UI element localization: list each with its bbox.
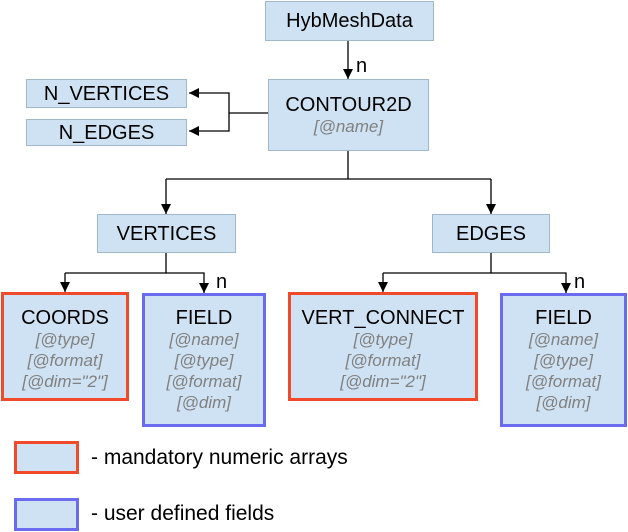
node-contour2d: CONTOUR2D [@name] (268, 79, 429, 151)
edge-to-field-right (491, 272, 571, 293)
node-attr: [@type] (534, 351, 593, 370)
node-attr: [@dim] (536, 393, 591, 412)
node-attr: [@dim="2"] (22, 372, 108, 391)
node-title: COORDS (21, 307, 109, 329)
node-attr: [@format] (526, 372, 601, 391)
node-hybmeshdata: HybMeshData (265, 1, 434, 41)
node-field-right: FIELD [@name] [@type] [@format] [@dim] (500, 293, 627, 427)
node-title: VERTICES (116, 222, 217, 245)
node-title: CONTOUR2D (285, 93, 412, 116)
edge-to-field-left (166, 272, 209, 293)
legend-swatch-mandatory (14, 441, 79, 474)
node-title: FIELD (535, 307, 592, 329)
node-coords: COORDS [@type] [@format] [@dim="2"] (1, 292, 129, 401)
node-title: FIELD (175, 307, 233, 329)
node-attr: [@dim="2"] (340, 372, 426, 391)
node-title: N_EDGES (58, 121, 155, 144)
multiplicity-contour2d: n (356, 55, 368, 77)
edge-edges-branch (383, 253, 492, 274)
multiplicity-field-right: n (574, 271, 586, 293)
edge-contour2d-nedges (189, 113, 230, 136)
legend-label-mandatory: - mandatory numeric arrays (91, 446, 348, 469)
node-vert-connect: VERT_CONNECT [@type] [@format] [@dim="2"… (288, 292, 478, 401)
legend-swatch-userdef (14, 498, 79, 531)
node-field-left: FIELD [@name] [@type] [@format] [@dim] (142, 293, 266, 427)
node-attr: [@format] (166, 372, 242, 391)
edge-contour2d-side (189, 88, 268, 114)
multiplicity-field-left: n (216, 271, 228, 293)
node-edges: EDGES (432, 214, 550, 253)
node-attr: [@type] (35, 330, 95, 349)
node-title: HybMeshData (286, 10, 413, 32)
node-title: EDGES (455, 222, 527, 245)
node-attr: [@name] (313, 116, 384, 136)
node-attr: [@format] (345, 351, 421, 370)
node-attr: [@dim] (176, 393, 232, 412)
node-attr: [@type] (174, 351, 234, 370)
node-title: VERT_CONNECT (301, 307, 465, 329)
node-attr: [@name] (169, 330, 239, 349)
node-attr: [@format] (27, 351, 103, 370)
edge-vertices-branch (65, 253, 167, 274)
node-title: N_VERTICES (43, 82, 170, 105)
legend-label-userdef: - user defined fields (91, 502, 275, 525)
node-n-vertices: N_VERTICES (26, 79, 187, 108)
node-attr: [@type] (353, 330, 413, 349)
node-attr: [@name] (528, 330, 599, 349)
node-vertices: VERTICES (97, 214, 236, 253)
node-n-edges: N_EDGES (26, 119, 187, 146)
